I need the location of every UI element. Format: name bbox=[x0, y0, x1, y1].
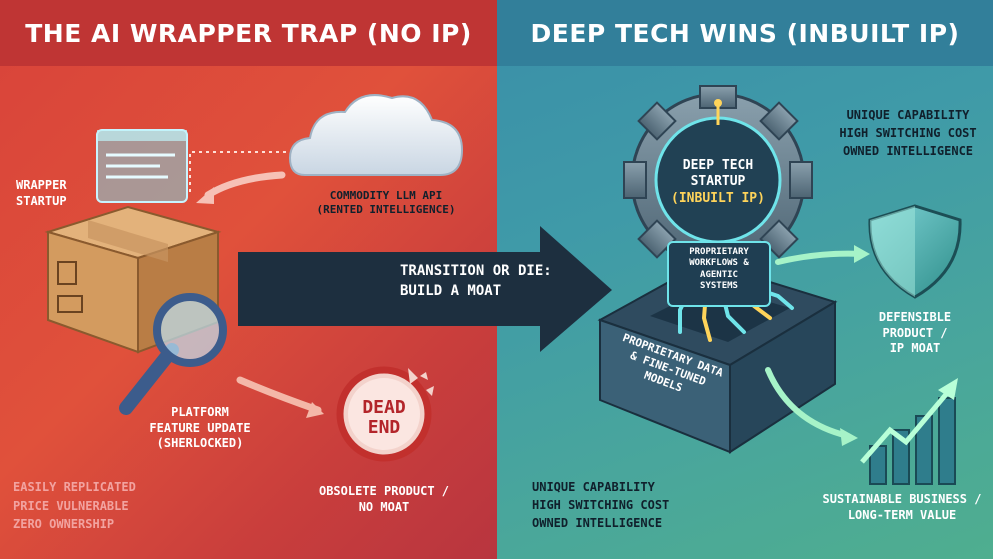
cloud-icon bbox=[288, 94, 464, 176]
obsolete-product-label: OBSOLETE PRODUCT /NO MOAT bbox=[318, 484, 450, 514]
transition-label: TRANSITION OR DIE:BUILD A MOAT bbox=[400, 263, 552, 299]
sherlocked-arrow bbox=[236, 376, 322, 414]
workflow-card bbox=[667, 241, 771, 307]
right-banner-title: DEEP TECH WINS (INBUILT IP) bbox=[497, 0, 993, 66]
sustainable-business-label: SUSTAINABLE BUSINESS /LONG-TERM VALUE bbox=[822, 492, 982, 522]
platform-block bbox=[597, 260, 838, 454]
left-banner-title: THE AI WRAPPER TRAP (NO IP) bbox=[0, 0, 497, 66]
growth-arrow bbox=[765, 367, 851, 439]
browser-window-icon bbox=[96, 129, 188, 203]
shield-arrow bbox=[775, 250, 865, 265]
trend-line bbox=[860, 390, 950, 464]
transition-arrow bbox=[238, 226, 612, 352]
commodity-llm-label: COMMODITY LLM API(RENTED INTELLIGENCE) bbox=[316, 189, 456, 217]
magnifier-icon bbox=[119, 293, 227, 415]
dotted-connector bbox=[189, 151, 292, 192]
api-arrow bbox=[204, 171, 286, 199]
shield-icon bbox=[868, 204, 962, 299]
dead-end-icon bbox=[336, 366, 434, 462]
